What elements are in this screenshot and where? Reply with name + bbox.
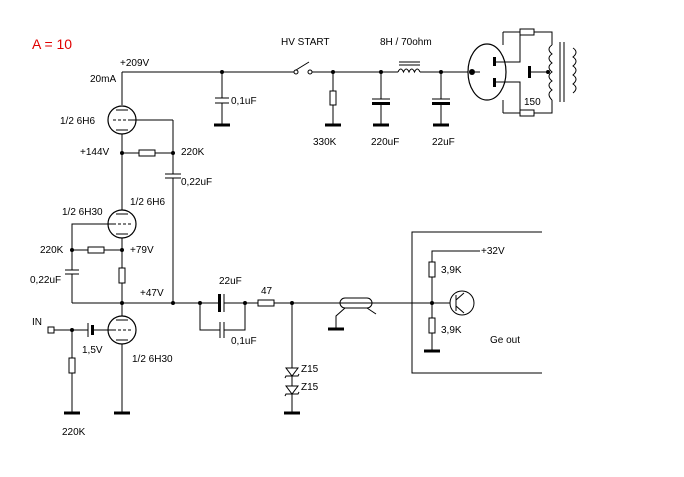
tube-6h30-lower-label: 1/2 6H30: [132, 354, 173, 365]
tube-6h6-upper: [107, 105, 173, 210]
tube-6h30-lower: [107, 303, 137, 415]
r-220k-left-label: 220K: [40, 245, 64, 256]
r-39k-bottom-label: 3,9K: [441, 325, 462, 336]
c-022uf-left-label: 0,22uF: [30, 275, 61, 286]
r-220k-bottom-label: 220K: [62, 427, 86, 438]
c-22uf-out-label: 22uF: [219, 276, 242, 287]
capacitor-220uf: [372, 70, 390, 127]
resistor-330k: [325, 70, 341, 127]
rectifier-tube: [467, 32, 521, 112]
v47-label: +47V: [140, 288, 164, 299]
hv-start-label: HV START: [281, 37, 330, 48]
c-220uf-label: 220uF: [371, 137, 399, 148]
c-022uf-mid-label: 0,22uF: [181, 177, 212, 188]
capacitor-22uf-top: [432, 70, 450, 127]
input-label: IN: [32, 317, 42, 328]
r-39k-top-label: 3,9K: [441, 265, 462, 276]
zener-1-label: Z15: [301, 364, 319, 375]
ge-output-stage: [424, 250, 480, 353]
choke-inductor: [397, 61, 421, 74]
resistor-220k-left: [70, 246, 124, 254]
current-label: 20mA: [90, 74, 116, 85]
resistor-47: [245, 299, 340, 307]
capacitor-01uf-output: [199, 303, 246, 338]
c-01uf-out-label: 0,1uF: [231, 336, 257, 347]
r-47-label: 47: [261, 286, 273, 297]
input-terminal[interactable]: [47, 326, 55, 334]
b-plus-rail: [121, 71, 468, 105]
capacitor-22uf-output: [210, 294, 247, 312]
power-transformer: [548, 42, 577, 102]
tube-6h30-middle-label: 1/2 6H30: [62, 207, 103, 218]
bias-voltage-label: 1,5V: [82, 345, 103, 356]
cap-01uf-top-label: 0,1uF: [231, 96, 257, 107]
v144-label: +144V: [80, 147, 110, 158]
v79-label: +79V: [130, 245, 154, 256]
zener-diodes: [284, 303, 300, 415]
filament-resistors: [502, 28, 553, 117]
r-330k-label: 330K: [313, 137, 337, 148]
shielded-cable: [328, 297, 432, 331]
ge-out-label: Ge out: [490, 335, 520, 346]
tube-6h6-label: 1/2 6H6: [60, 116, 95, 127]
capacitor-022uf-left: [65, 250, 79, 303]
ge-output-box: [411, 231, 542, 374]
capacitor-01uf-top: [214, 70, 230, 127]
choke-label: 8H / 70ohm: [380, 37, 432, 48]
tube-6h6-secondary-label: 1/2 6H6: [130, 197, 165, 208]
tube-6h30-middle: [71, 209, 137, 303]
hv-start-switch: [293, 61, 313, 75]
r-150-label: 150: [524, 97, 541, 108]
v32-label: +32V: [481, 246, 505, 257]
c-22uf-top-label: 22uF: [432, 137, 455, 148]
b-plus-voltage-label: +209V: [120, 58, 150, 69]
resistor-220k-input: [64, 330, 80, 415]
zener-2-label: Z15: [301, 382, 319, 393]
r-220k-top-label: 220K: [181, 147, 205, 158]
capacitor-022uf-coupling: [165, 153, 181, 303]
signal-node-wire: [72, 301, 210, 305]
gain-title: A = 10: [32, 36, 72, 52]
bias-cell-1-5v: [54, 323, 113, 337]
